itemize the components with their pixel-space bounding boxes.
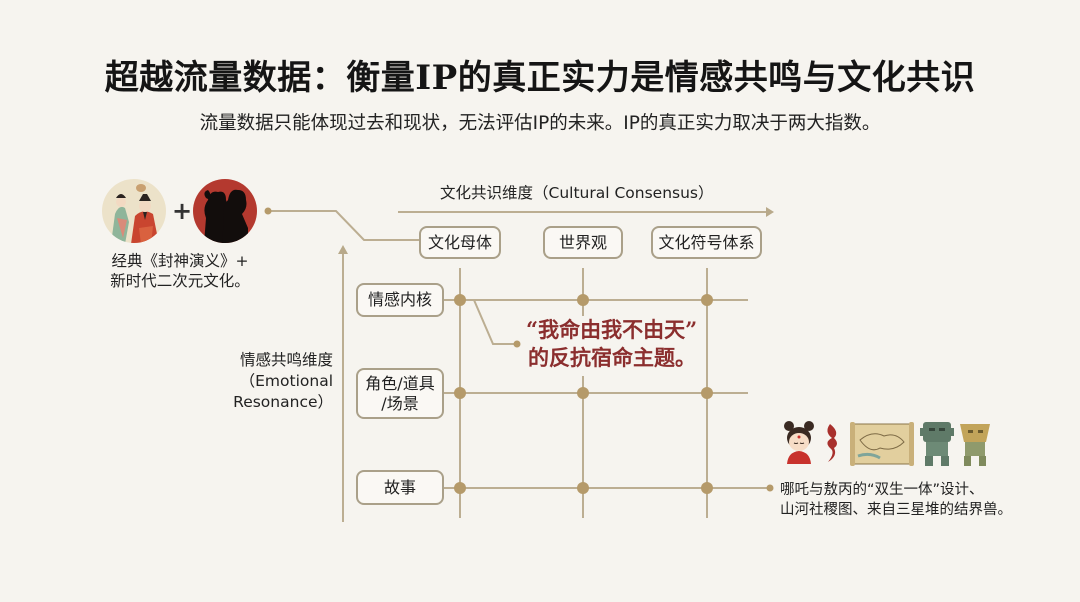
source-caption: 经典《封神演义》+ 新时代二次元文化。	[90, 251, 270, 291]
nezha-cartoon-icon	[784, 421, 814, 464]
y-axis-arrow-icon	[338, 245, 348, 254]
column-header-worldview: 世界观	[543, 226, 623, 259]
callout-connector-line	[460, 299, 516, 345]
green-bronze-beast-icon	[920, 422, 954, 466]
plus-sign: +	[172, 197, 193, 225]
shanhe-sheji-map-scroll-icon	[850, 422, 914, 466]
source-caption-line: 经典《封神演义》+	[111, 252, 249, 270]
callout-line: “我命由我不由天”	[526, 317, 698, 342]
row-header-emotional-core: 情感内核	[356, 283, 444, 317]
classical-painting-icon	[102, 179, 166, 243]
column-header-cultural-symbols: 文化符号体系	[651, 226, 762, 259]
intersection-dots	[454, 294, 713, 494]
examples-icon-row	[784, 421, 990, 466]
page-title: 超越流量数据：衡量IP的真正实力是情感共鸣与文化共识	[104, 58, 976, 98]
y-axis-label-line: 情感共鸣维度	[239, 351, 333, 369]
emotional-core-callout: “我命由我不由天” 的反抗宿命主题。	[526, 316, 697, 372]
row-header-story: 故事	[356, 470, 444, 505]
source-caption-line: 新时代二次元文化。	[110, 272, 250, 290]
page-subtitle: 流量数据只能体现过去和现状，无法评估IP的未来。IP的真正实力取决于两大指数。	[199, 113, 881, 134]
column-header-cultural-matrix: 文化母体	[419, 226, 501, 259]
row-header-characters-props-scenes: 角色/道具 /场景	[356, 368, 444, 419]
row-label: 角色/道具	[365, 373, 435, 393]
source-connector-line	[268, 210, 419, 241]
row-label: /场景	[381, 393, 419, 413]
examples-caption-line: 哪吒与敖丙的“双生一体”设计、	[780, 482, 984, 498]
x-axis-arrow-icon	[766, 207, 774, 217]
examples-caption: 哪吒与敖丙的“双生一体”设计、 山河社稷图、来自三星堆的结界兽。	[780, 480, 1012, 520]
y-axis-label: 情感共鸣维度 （Emotional Resonance）	[200, 350, 333, 413]
flame-symbol-icon	[827, 424, 837, 462]
examples-caption-line: 山河社稷图、来自三星堆的结界兽。	[780, 502, 1012, 518]
y-axis-label-line: （Emotional	[239, 372, 333, 390]
anime-silhouette-icon	[193, 179, 257, 243]
row-label: 故事	[383, 477, 416, 497]
callout-line: 的反抗宿命主题。	[528, 345, 696, 370]
y-axis-label-line: Resonance）	[233, 393, 333, 411]
gold-bronze-beast-icon	[960, 424, 990, 466]
row-label: 情感内核	[367, 290, 432, 309]
x-axis-label: 文化共识维度（Cultural Consensus）	[440, 184, 714, 202]
